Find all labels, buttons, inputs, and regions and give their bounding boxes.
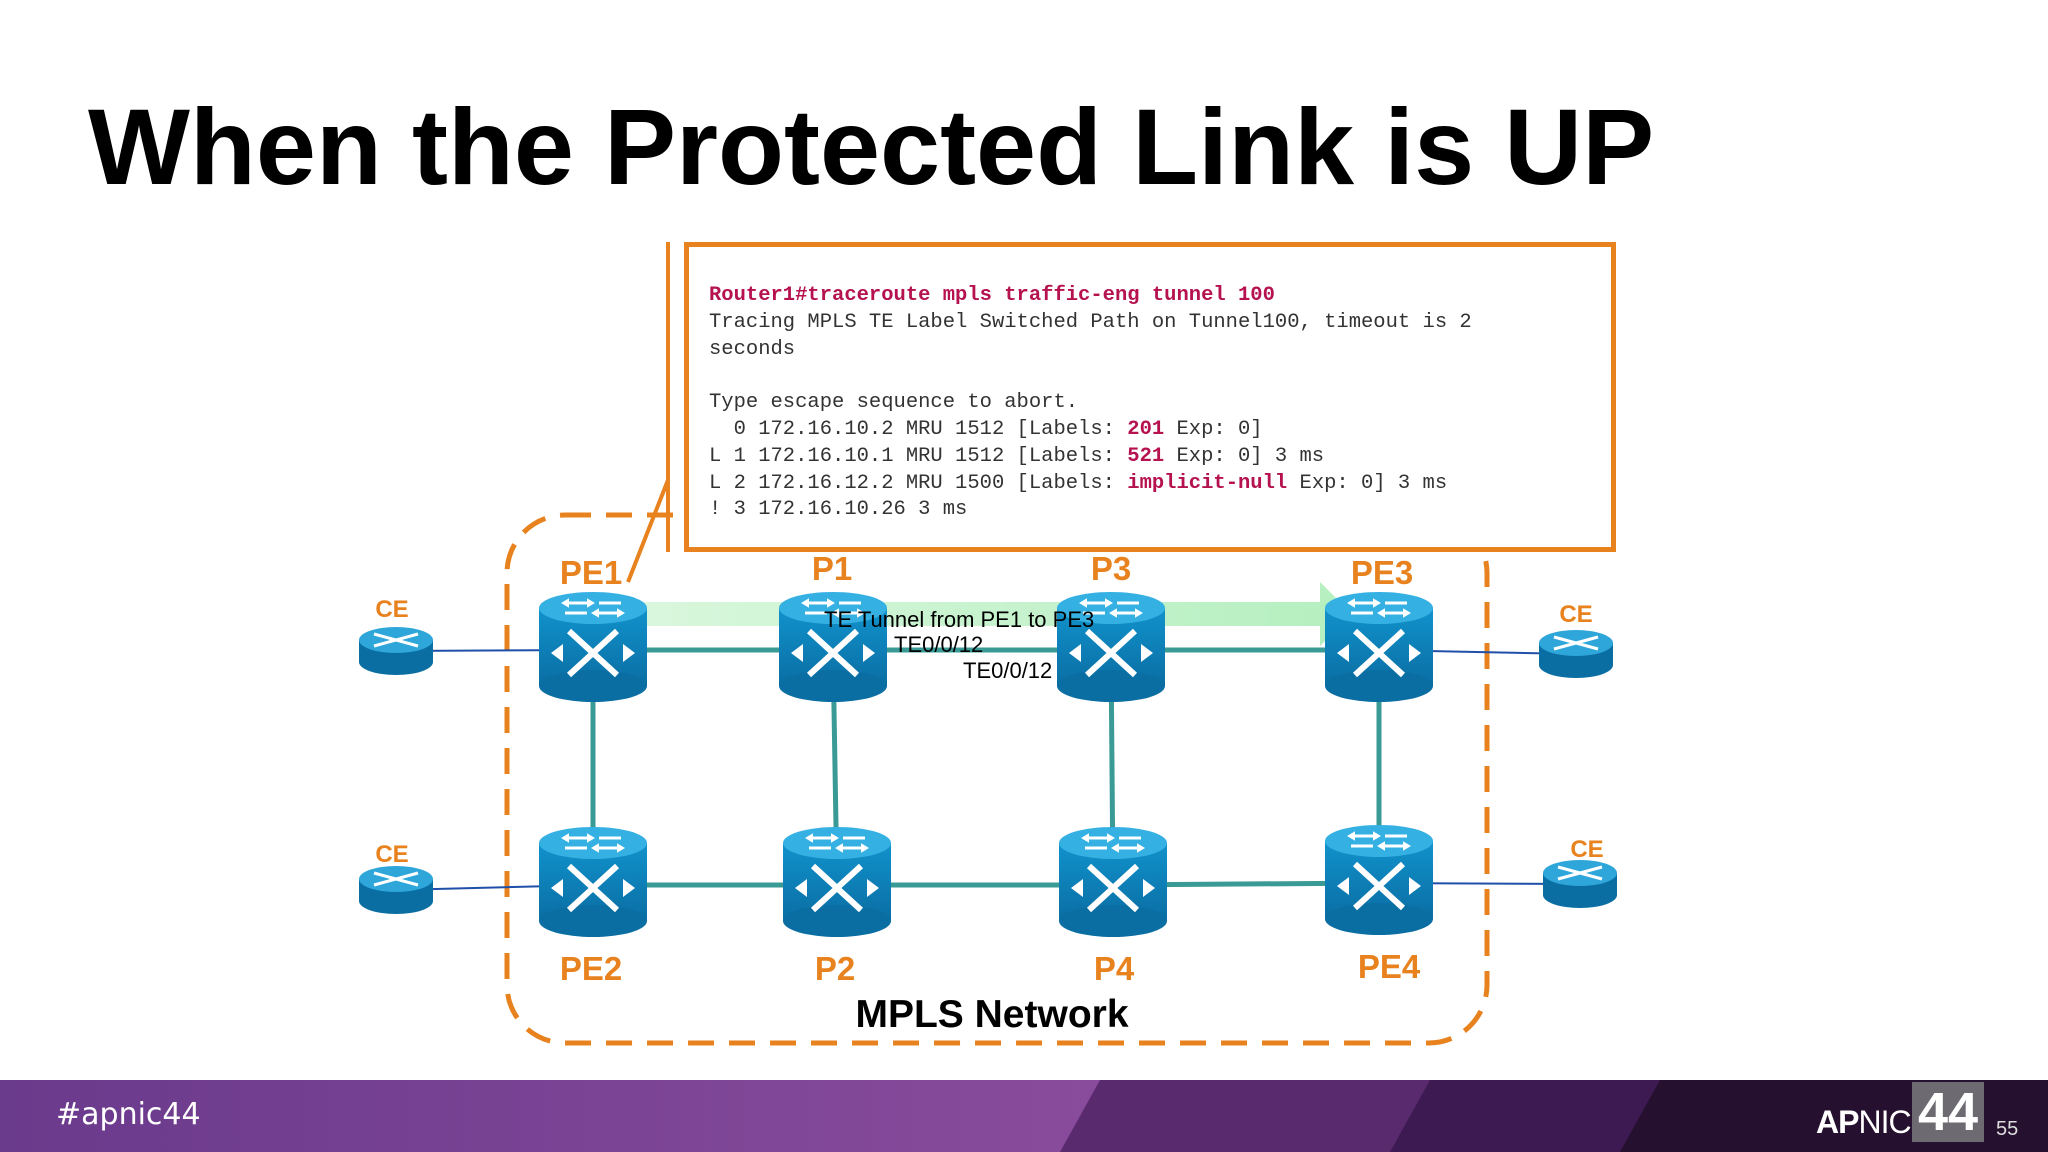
router-icon-ce-pe4	[1543, 860, 1617, 908]
cli-text: Exp: 0] 3 ms	[1164, 444, 1325, 468]
callout-pointer	[626, 479, 670, 583]
node-label-ce-pe3: CE	[1559, 601, 1592, 628]
cli-label-value: 521	[1127, 444, 1165, 468]
switch-icon-pe2	[539, 827, 647, 937]
router-icon-ce-pe2	[359, 866, 433, 914]
node-label-ce-pe4: CE	[1570, 836, 1603, 863]
interface-label-1: TE0/0/12	[894, 632, 983, 657]
cli-output-line: seconds	[709, 337, 796, 361]
apnic-logo-suffix: NIC	[1858, 1104, 1911, 1140]
apnic-logo-text: APNIC	[1816, 1104, 1912, 1141]
cli-text: L 1 172.16.10.1 MRU 1512 [Labels:	[709, 444, 1128, 468]
cli-output-line: L 2 172.16.12.2 MRU 1500 [Labels: implic…	[709, 471, 1611, 498]
cli-output-line: ! 3 172.16.10.26 3 ms	[709, 498, 968, 522]
node-label-ce-pe2: CE	[375, 841, 408, 868]
switch-icon-p2	[783, 827, 891, 937]
apnic-logo-number: 44	[1912, 1082, 1984, 1142]
node-label-pe1: PE1	[560, 554, 622, 591]
cli-text: Exp: 0]	[1164, 417, 1263, 441]
cli-text: L 2 172.16.12.2 MRU 1500 [Labels:	[709, 471, 1128, 495]
cli-command-line: Router1#traceroute mpls traffic-eng tunn…	[709, 284, 1275, 307]
cli-label-value: 201	[1127, 417, 1165, 441]
cli-output-line: 0 172.16.10.2 MRU 1512 [Labels: 201 Exp:…	[709, 417, 1611, 444]
node-label-pe2: PE2	[560, 950, 622, 987]
page-number: 55	[1996, 1118, 2019, 1140]
router-icon-ce-pe1	[359, 627, 433, 675]
switch-icon-p4	[1059, 827, 1167, 937]
cli-output-line: L 1 172.16.10.1 MRU 1512 [Labels: 521 Ex…	[709, 444, 1611, 471]
cli-text: Exp: 0] 3 ms	[1287, 471, 1448, 495]
node-label-ce-pe1: CE	[375, 596, 408, 623]
footer-bar	[0, 1080, 2048, 1152]
router-icon-ce-pe3	[1539, 630, 1613, 678]
cli-text: 0 172.16.10.2 MRU 1512 [Labels:	[709, 417, 1128, 441]
hashtag: #apnic44	[56, 1097, 201, 1132]
network-label: MPLS Network	[855, 993, 1128, 1036]
switch-icon-p1	[779, 592, 887, 702]
mpls-network-boundary	[504, 512, 1490, 1046]
switch-icon-pe4	[1325, 825, 1433, 935]
interface-label-2: TE0/0/12	[963, 658, 1052, 683]
node-label-p4: P4	[1094, 950, 1135, 987]
footer-decor	[1060, 1080, 2048, 1152]
node-label-pe3: PE3	[1351, 554, 1413, 591]
apnic-logo-prefix: AP	[1816, 1104, 1859, 1140]
cli-output-line: Tracing MPLS TE Label Switched Path on T…	[709, 310, 1472, 334]
slide-title: When the Protected Link is UP	[88, 86, 1655, 207]
node-label-p3: P3	[1091, 550, 1131, 587]
switch-icon-p3	[1057, 592, 1165, 702]
cli-output-line: Type escape sequence to abort.	[709, 391, 1079, 415]
switch-icon-pe3	[1325, 592, 1433, 702]
cli-output-box: Router1#traceroute mpls traffic-eng tunn…	[684, 242, 1616, 552]
tunnel-label: TE Tunnel from PE1 to PE3	[824, 607, 1094, 632]
cli-output-line	[709, 363, 1611, 390]
switch-icon-pe1	[539, 592, 647, 702]
te-tunnel-arrow	[612, 582, 1352, 646]
node-label-p2: P2	[815, 950, 855, 987]
cli-label-value: implicit-null	[1127, 471, 1288, 495]
node-label-p1: P1	[812, 550, 852, 587]
node-label-pe4: PE4	[1358, 948, 1421, 985]
